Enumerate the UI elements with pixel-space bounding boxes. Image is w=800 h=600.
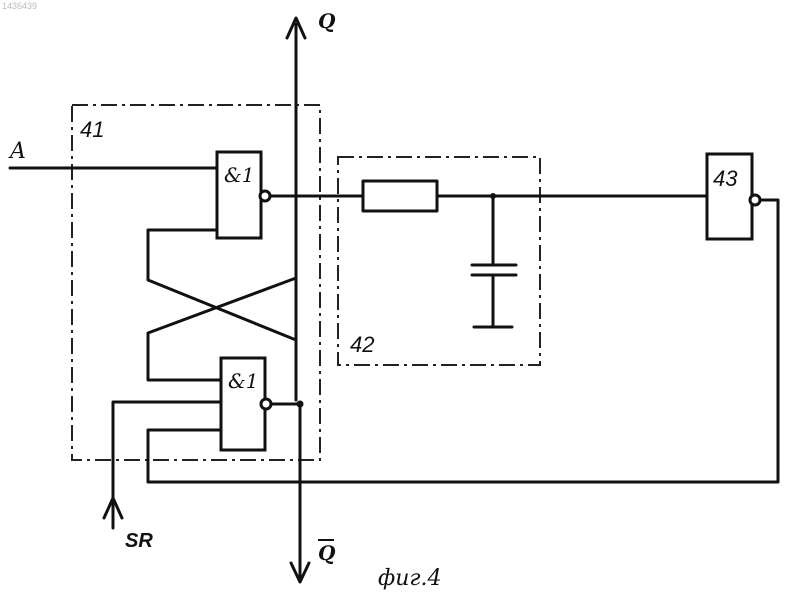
resistor — [363, 181, 437, 211]
gate-43-inverter-bubble — [750, 195, 760, 205]
sr-input-wire — [113, 402, 221, 528]
input-a-label: A — [8, 139, 26, 164]
gate-43-label: 43 — [713, 166, 738, 191]
upper-gate-symbol: &1 — [224, 163, 255, 187]
upper-gate-inverter-bubble — [260, 191, 270, 201]
watermark-text: 1436439 — [2, 1, 37, 11]
lower-gate-symbol: &1 — [228, 369, 259, 393]
lower-gate-inverter-bubble — [261, 399, 271, 409]
block-41-label: 41 — [80, 117, 104, 142]
block-42-label: 42 — [350, 332, 374, 357]
q-label: Q — [318, 9, 336, 33]
q-bar-junction-dot — [297, 401, 304, 408]
figure-caption: фиг.4 — [378, 566, 442, 591]
sr-label: SR — [125, 530, 153, 552]
q-bar-label: Q — [318, 541, 336, 565]
